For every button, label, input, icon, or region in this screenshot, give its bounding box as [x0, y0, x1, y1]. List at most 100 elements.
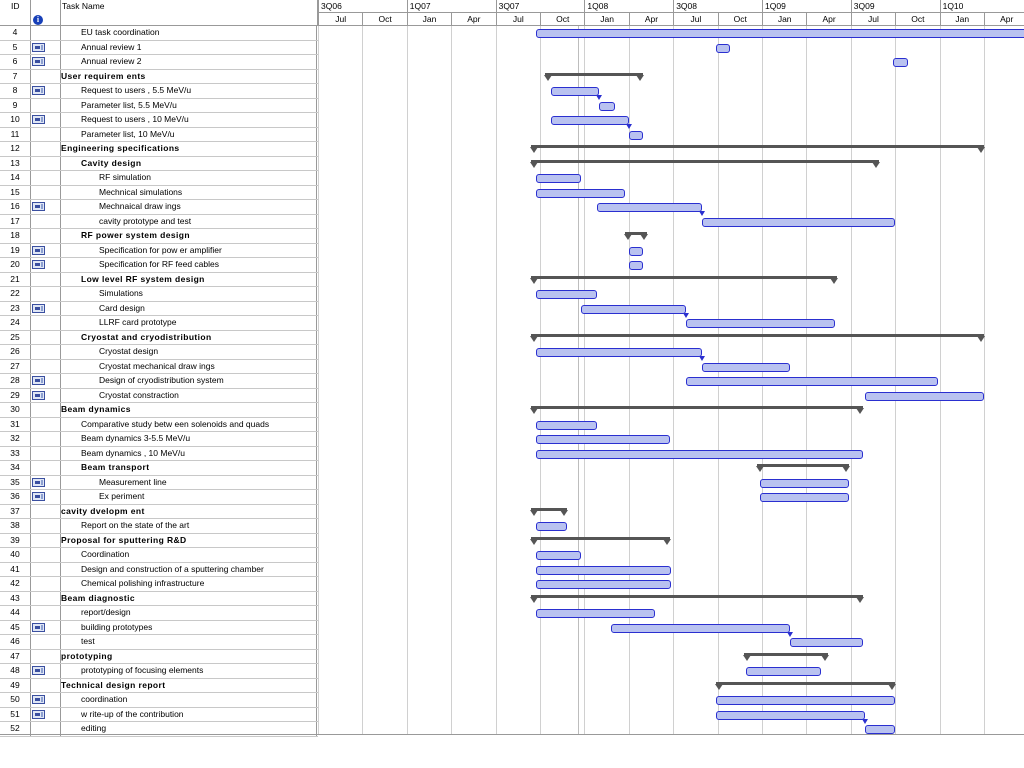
summary-bar[interactable] — [531, 507, 567, 511]
summary-bar[interactable] — [531, 145, 984, 148]
task-bar[interactable] — [536, 174, 581, 183]
notes-icon[interactable] — [32, 622, 45, 632]
summary-bar[interactable] — [744, 652, 828, 656]
task-bar[interactable] — [580, 304, 686, 314]
notes-icon[interactable] — [32, 86, 45, 95]
summary-bar[interactable] — [531, 406, 864, 409]
summary-bar[interactable] — [625, 232, 647, 235]
task-bar[interactable] — [598, 101, 615, 111]
summary-bar[interactable] — [531, 536, 670, 540]
task-bar[interactable] — [536, 420, 597, 430]
task-bar[interactable] — [760, 478, 850, 488]
task-bar[interactable] — [715, 710, 865, 720]
task-bar[interactable] — [536, 188, 626, 198]
task-bar[interactable] — [685, 319, 835, 328]
task-bar[interactable] — [628, 261, 643, 270]
task-bar[interactable] — [536, 580, 672, 589]
summary-bar[interactable] — [756, 464, 850, 467]
notes-icon[interactable] — [32, 709, 45, 719]
notes-icon[interactable] — [32, 245, 45, 255]
summary-bar[interactable] — [531, 159, 880, 163]
notes-icon[interactable] — [32, 57, 45, 66]
task-name-column-header[interactable]: Task Name — [61, 0, 318, 26]
task-bar[interactable] — [611, 623, 791, 633]
summary-bar[interactable] — [531, 275, 837, 279]
task-bar[interactable] — [746, 667, 821, 676]
task-bar[interactable] — [536, 29, 1024, 38]
notes-icon[interactable] — [32, 260, 45, 269]
task-bar[interactable] — [536, 551, 581, 560]
notes-icon[interactable] — [32, 376, 45, 385]
task-bar[interactable] — [536, 435, 670, 444]
task-bar[interactable] — [893, 58, 908, 67]
notes-icon[interactable] — [32, 695, 45, 704]
task-bar[interactable] — [596, 203, 702, 212]
task-bar[interactable] — [715, 43, 731, 53]
task-bar[interactable] — [536, 522, 567, 531]
task-bar[interactable] — [685, 377, 938, 386]
task-bar[interactable] — [550, 87, 599, 96]
task-bar[interactable] — [550, 116, 629, 125]
summary-bar[interactable] — [531, 333, 984, 337]
id-column-header[interactable]: ID — [0, 0, 31, 26]
task-bar[interactable] — [865, 725, 896, 734]
indicators-column-header[interactable]: i — [31, 0, 61, 26]
task-bar[interactable] — [760, 493, 850, 502]
notes-icon[interactable] — [32, 390, 45, 400]
task-bar[interactable] — [865, 391, 984, 401]
summary-bar[interactable] — [715, 681, 896, 685]
notes-icon[interactable] — [32, 303, 45, 313]
summary-bar[interactable] — [531, 594, 864, 598]
task-bar[interactable] — [536, 348, 702, 357]
task-bar[interactable] — [715, 696, 896, 705]
notes-icon[interactable] — [32, 492, 45, 501]
notes-icon[interactable] — [32, 477, 45, 487]
notes-icon[interactable] — [32, 666, 45, 675]
